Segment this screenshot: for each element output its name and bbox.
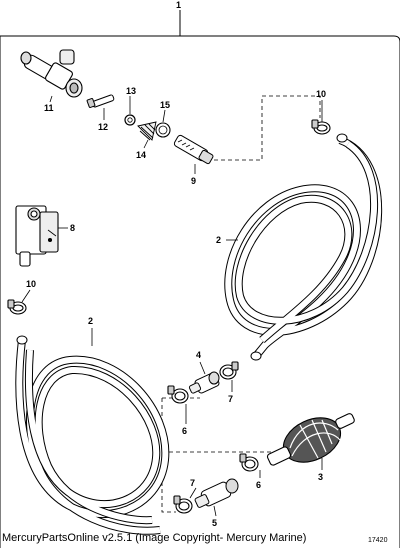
- hose-clamp-part-10-lower: [7, 299, 27, 315]
- callout-7-lower: 7: [190, 478, 195, 488]
- coiled-fuel-hose-lower: [15, 335, 170, 535]
- callout-6-upper: 6: [182, 426, 187, 436]
- callout-10-upper: 10: [316, 89, 326, 99]
- callout-15: 15: [160, 100, 170, 110]
- washer-part-15: [155, 122, 171, 138]
- connector-part-9: [173, 134, 214, 165]
- callout-2-upper: 2: [216, 235, 221, 245]
- fuel-fitting-part-11: [20, 49, 83, 98]
- hose-clamp-part-7-upper: [219, 361, 239, 380]
- callout-10-lower: 10: [26, 279, 36, 289]
- callout-4: 4: [196, 350, 201, 360]
- fitting-part-4: [188, 371, 220, 394]
- figure-number: 17420: [368, 537, 388, 544]
- callout-5: 5: [212, 518, 217, 528]
- callout-13: 13: [126, 86, 136, 96]
- hose-clamp-part-6-upper: [167, 385, 189, 404]
- fitting-part-5: [194, 478, 239, 508]
- callout-14: 14: [136, 150, 146, 160]
- callout-3: 3: [318, 472, 323, 482]
- coiled-fuel-hose-upper: [224, 133, 383, 361]
- fuel-connector-part-8: [15, 205, 59, 267]
- hose-clamp-part-10-upper: [311, 119, 331, 135]
- callout-1: 1: [176, 0, 181, 10]
- callout-11: 11: [44, 103, 54, 113]
- barbed-fitting-part-12: [86, 94, 115, 109]
- filter-screen-part-14: [137, 121, 157, 141]
- callout-7-upper: 7: [228, 394, 233, 404]
- callout-12: 12: [98, 122, 108, 132]
- footer-copyright: MercuryPartsOnline v2.5.1 (Image Copyrig…: [2, 532, 307, 544]
- hose-clamp-part-6-lower: [239, 453, 259, 472]
- hose-clamp-part-7-lower: [173, 495, 193, 514]
- primer-bulb-part-3: [266, 413, 355, 466]
- callout-8: 8: [70, 223, 75, 233]
- callout-6-lower: 6: [256, 480, 261, 490]
- callout-9: 9: [191, 176, 196, 186]
- o-ring-part-13: [124, 114, 136, 126]
- leader-lines: [21, 95, 323, 517]
- callout-2-lower: 2: [88, 316, 93, 326]
